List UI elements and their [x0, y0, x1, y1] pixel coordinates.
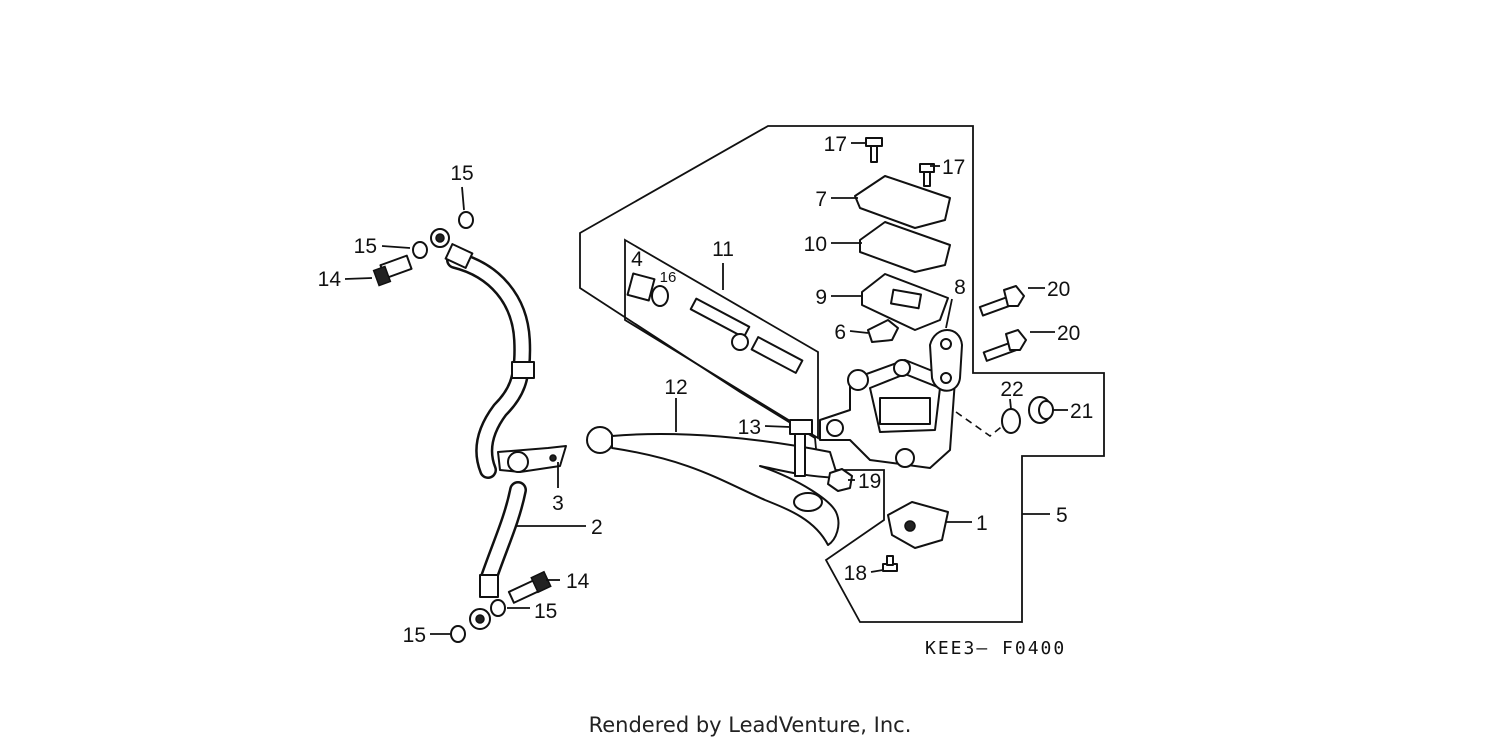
callout-15-upper: 15 — [354, 235, 377, 258]
callout-1: 1 — [976, 512, 988, 535]
callout-12: 12 — [664, 376, 687, 399]
callout-20-lower: 20 — [1057, 322, 1080, 345]
callout-3: 3 — [552, 492, 564, 515]
switch-screw — [882, 555, 898, 572]
holder-bolt-lower — [982, 329, 1027, 362]
callout-8: 8 — [954, 276, 966, 299]
circlip-16 — [651, 285, 669, 307]
callout-21: 21 — [1070, 400, 1093, 423]
master-cylinder-body — [819, 359, 956, 469]
assembly-outline-5 — [579, 125, 1105, 623]
sealing-washer-upper — [412, 241, 428, 259]
callout-15-bottom: 15 — [403, 624, 426, 647]
oil-bolt-lower — [507, 570, 552, 604]
callout-17-left: 17 — [824, 133, 847, 156]
leader-dashed-21 — [955, 411, 1011, 438]
stop-switch — [887, 501, 949, 549]
master-cylinder-holder — [929, 329, 963, 392]
callout-15-top: 15 — [450, 162, 473, 185]
callout-15-mid: 15 — [534, 600, 557, 623]
reservoir-diaphragm — [861, 273, 949, 331]
holder-bolt-upper — [978, 285, 1025, 317]
brake-lever — [586, 426, 840, 546]
callout-14-upper: 14 — [318, 268, 342, 291]
callout-5: 5 — [1056, 504, 1068, 527]
callout-14-lower: 14 — [566, 570, 590, 593]
callout-16: 16 — [660, 269, 677, 286]
piston-set-outline-11 — [624, 238, 819, 440]
callout-6: 6 — [834, 321, 846, 344]
callout-7: 7 — [815, 188, 827, 211]
o-ring — [1001, 408, 1021, 434]
callout-22: 22 — [1000, 378, 1023, 401]
callout-18: 18 — [844, 562, 867, 585]
boot — [867, 319, 899, 343]
callout-11: 11 — [712, 238, 734, 261]
sealing-washer-bottom — [450, 625, 466, 643]
hose-clamp — [497, 445, 567, 473]
brake-hose — [430, 228, 535, 630]
piston-11 — [689, 297, 804, 374]
oil-bolt-upper — [372, 254, 413, 287]
leader-lines — [344, 142, 1068, 635]
sealing-washer-mid — [490, 599, 506, 617]
callout-17-right: 17 — [942, 156, 965, 179]
callout-2: 2 — [591, 516, 603, 539]
callout-20-upper: 20 — [1047, 278, 1070, 301]
piston-cup-4 — [626, 272, 656, 302]
reservoir-cap — [854, 175, 951, 229]
cap-screw-right — [919, 163, 935, 187]
credit-text: Rendered by LeadVenture, Inc. — [588, 713, 912, 737]
cap-screw-left — [865, 137, 883, 163]
callout-19: 19 — [858, 470, 881, 493]
callout-13: 13 — [738, 416, 761, 439]
callout-4: 4 — [631, 248, 643, 271]
callout-9: 9 — [815, 286, 827, 309]
diagram-code: KEE3— F0400 — [925, 638, 1066, 659]
pivot-nut — [827, 468, 853, 492]
sealing-washer-top — [458, 211, 474, 229]
callout-10: 10 — [804, 233, 827, 256]
diaphragm-plate — [859, 221, 951, 273]
plug-cap — [1028, 396, 1054, 424]
